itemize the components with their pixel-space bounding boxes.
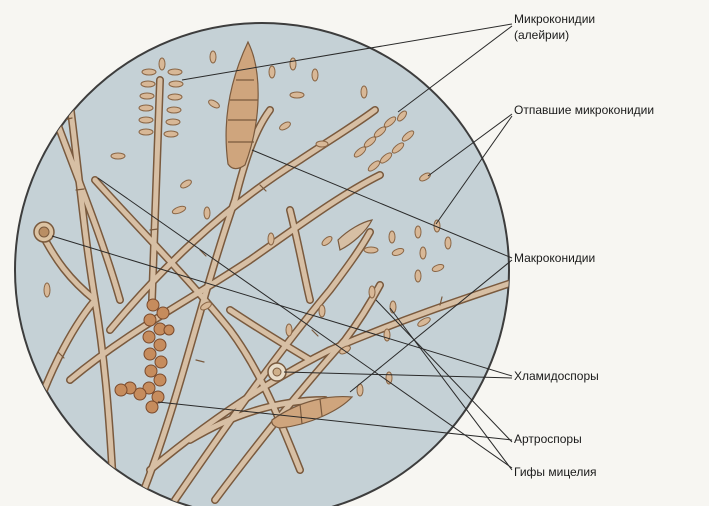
- leader-chlamydo-2: [283, 371, 513, 379]
- leader-arthro-1: [157, 401, 513, 441]
- fallen-microconidia: [43, 50, 452, 397]
- microconidia-cluster-left: [138, 57, 184, 138]
- leader-hyphae-1: [97, 177, 513, 469]
- label-chlamydospores: Хламидоспоры: [514, 369, 599, 383]
- label-macroconidia: Макроконидии: [514, 251, 596, 265]
- microconidia-cluster-right: [353, 110, 415, 172]
- label-microconidia: Микроконидии: [514, 12, 596, 26]
- leader-fallen-2: [435, 115, 513, 225]
- leader-hyphae-2: [389, 307, 513, 471]
- macroconidium-bottom: [271, 396, 354, 429]
- leader-fallen-1: [427, 113, 513, 177]
- leader-arthro-2: [375, 299, 513, 443]
- leader-macro-1: [251, 149, 513, 259]
- leader-chlamydo-1: [51, 235, 513, 377]
- macroconidium-middle: [337, 219, 374, 251]
- leader-microconidia-1: [181, 23, 513, 81]
- leader-microconidia-2: [397, 25, 513, 113]
- label-microconidia-aleurii: (алейрии): [514, 28, 570, 42]
- arthrospores: [114, 298, 175, 414]
- label-hyphae: Гифы мицелия: [514, 465, 597, 479]
- label-arthrospores: Артроспоры: [514, 432, 582, 446]
- leader-macro-2: [349, 259, 513, 393]
- label-fallen-microconidia: Отпавшие микроконидии: [514, 103, 655, 117]
- microscope-field: [14, 22, 510, 506]
- chlamydospores: [33, 221, 287, 382]
- macroconidium-top: [225, 40, 259, 170]
- leader-lines: [51, 23, 513, 471]
